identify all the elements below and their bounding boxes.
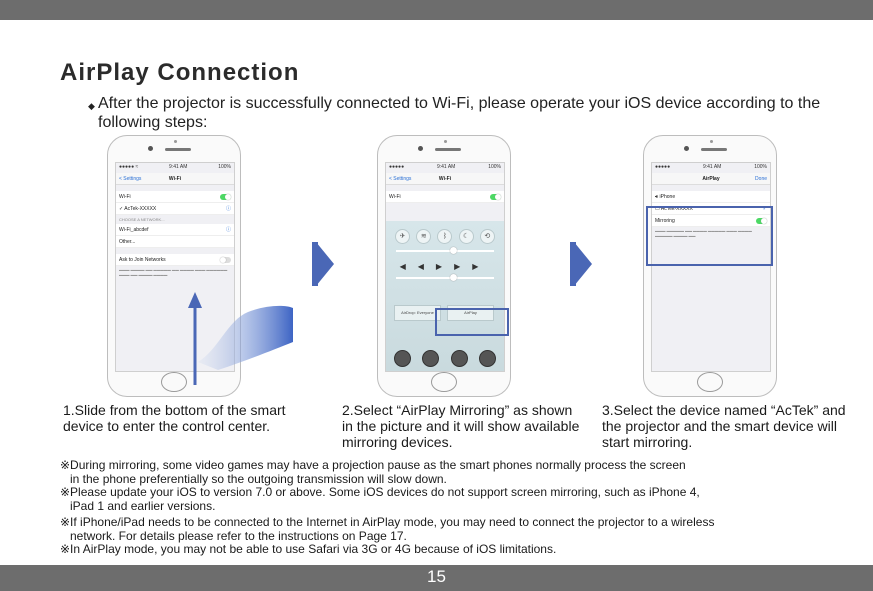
wifi-row[interactable]: Wi-Fi: [386, 191, 504, 203]
rewind-icon[interactable]: ◀◀: [399, 262, 436, 271]
airplay-highlight-box: [435, 308, 509, 336]
network-row-actek[interactable]: ✓ AcTek-XXXXX ⓘ: [116, 203, 234, 215]
phone-step-2: ●●●●● 9:41 AM 100% < Settings Wi-Fi Wi-F…: [377, 135, 511, 397]
note-line: in the phone preferentially so the outgo…: [70, 471, 447, 486]
home-button: [161, 372, 187, 392]
up-arrow-icon: [188, 292, 202, 308]
speaker-grille: [701, 148, 727, 151]
phone-screen: ●●●●● ≈ 9:41 AM 100% < Settings Wi-Fi Wi…: [115, 162, 235, 372]
camera-app-icon[interactable]: [479, 350, 497, 367]
cc-toggles: ✈ ≋ ᛒ ☾ ⟲: [386, 221, 504, 244]
control-center: ✈ ≋ ᛒ ☾ ⟲ ◀◀▶▶▶ AirDrop: Everyone AirPla…: [386, 221, 504, 371]
wifi-toggle[interactable]: [220, 193, 231, 200]
airplane-mode-icon[interactable]: ✈: [395, 229, 411, 244]
ask-toggle[interactable]: [220, 256, 231, 263]
wifi-toggle[interactable]: [490, 193, 501, 200]
speaker-icon: 🔊︎: [655, 193, 659, 200]
diamond-bullet-icon: ◆: [88, 101, 95, 111]
volume-slider[interactable]: [396, 274, 494, 281]
status-bar: ●●●●● ≈ 9:41 AM 100%: [119, 164, 231, 170]
phone-step-3: ●●●●● 9:41 AM 100% AirPlay Done 🔊︎ iPhon…: [643, 135, 777, 397]
page-title: AirPlay Connection: [60, 59, 300, 86]
note-line: iPad 1 and earlier versions.: [70, 498, 216, 513]
page-number: 15: [427, 567, 446, 586]
device-row-iphone[interactable]: 🔊︎ iPhone: [652, 191, 770, 203]
hand-shape: [198, 305, 293, 370]
swipe-gesture-illustration: [188, 292, 293, 385]
speaker-grille: [435, 148, 461, 151]
note-line: network. For details please refer to the…: [70, 528, 407, 543]
arrow-right-icon: [312, 242, 334, 286]
nav-title: Wi-Fi: [438, 175, 452, 182]
note-line: ※Please update your iOS to version 7.0 o…: [60, 485, 700, 499]
device-highlight-box: [646, 206, 773, 266]
ask-to-join-row[interactable]: Ask to Join Networks: [116, 254, 234, 266]
step-3-caption: 3.Select the device named “AcTek” and th…: [602, 402, 846, 450]
calculator-icon[interactable]: [450, 350, 468, 367]
phone-step-1: ●●●●● ≈ 9:41 AM 100% < Settings Wi-Fi Wi…: [107, 135, 241, 397]
other-row[interactable]: Other...: [116, 236, 234, 248]
checkmark-icon: ✓: [762, 205, 767, 212]
notes-section: ※During mirroring, some video games may …: [60, 458, 850, 557]
intro-text: ◆ After the projector is successfully co…: [88, 94, 828, 132]
back-button[interactable]: < Settings: [389, 175, 412, 182]
wifi-icon[interactable]: ≋: [416, 229, 432, 244]
rotation-lock-icon[interactable]: ⟲: [479, 229, 495, 244]
nav-bar: < Settings Wi-Fi: [116, 173, 234, 185]
cc-tools: [388, 350, 502, 367]
step-1-caption: 1.Slide from the bottom of the smart dev…: [63, 402, 286, 434]
mirroring-note: ▬▬▬ ▬▬▬▬▬ ▬▬ ▬▬▬▬ ▬▬▬▬▬ ▬▬▬ ▬▬▬▬ ▬▬▬▬▬ ▬…: [655, 229, 752, 238]
camera-icon: [148, 146, 153, 151]
brightness-slider[interactable]: [396, 247, 494, 254]
nav-title: AirPlay: [702, 175, 720, 182]
camera-icon: [418, 146, 423, 151]
nav-bar: AirPlay Done: [652, 173, 770, 185]
step-2-caption: 2.Select “AirPlay Mirroring” as shown in…: [342, 402, 580, 450]
done-button[interactable]: Done: [755, 175, 767, 182]
ask-note: ▬▬▬ ▬▬▬▬ ▬▬ ▬▬▬▬▬ ▬▬ ▬▬▬▬ ▬▬▬ ▬▬▬▬▬▬ ▬▬▬…: [119, 268, 228, 277]
mirroring-row[interactable]: Mirroring: [652, 215, 770, 227]
choose-network-header: CHOOSE A NETWORK...: [119, 217, 165, 222]
do-not-disturb-icon[interactable]: ☾: [458, 229, 474, 244]
note-line: ※In AirPlay mode, you may not be able to…: [60, 542, 557, 556]
bottom-bar: [0, 565, 873, 591]
speaker-grille: [165, 148, 191, 151]
network-row-other[interactable]: Wi-Fi_abcdef ⓘ: [116, 224, 234, 236]
note-line: ※If iPhone/iPad needs to be connected to…: [60, 515, 715, 529]
status-bar: ●●●●● 9:41 AM 100%: [389, 164, 501, 170]
fast-forward-icon[interactable]: ▶▶: [454, 262, 491, 271]
top-bar: [0, 0, 873, 20]
phone-screen: ●●●●● 9:41 AM 100% AirPlay Done 🔊︎ iPhon…: [651, 162, 771, 372]
info-icon[interactable]: ⓘ: [225, 206, 231, 212]
flashlight-icon[interactable]: [393, 350, 411, 367]
play-icon[interactable]: ▶: [435, 262, 455, 271]
note-line: ※During mirroring, some video games may …: [60, 458, 686, 472]
media-controls: ◀◀▶▶▶: [386, 262, 504, 271]
wifi-row[interactable]: Wi-Fi: [116, 191, 234, 203]
camera-icon: [684, 146, 689, 151]
tv-icon: ▭: [655, 205, 660, 212]
back-button[interactable]: < Settings: [119, 175, 142, 182]
mirroring-toggle[interactable]: [756, 217, 767, 224]
home-button: [697, 372, 723, 392]
intro-paragraph: After the projector is successfully conn…: [98, 95, 821, 131]
info-icon[interactable]: ⓘ: [225, 227, 231, 233]
status-bar: ●●●●● 9:41 AM 100%: [655, 164, 767, 170]
nav-bar: < Settings Wi-Fi: [386, 173, 504, 185]
arrow-right-icon: [570, 242, 592, 286]
home-button: [431, 372, 457, 392]
timer-icon[interactable]: [422, 350, 440, 367]
nav-title: Wi-Fi: [168, 175, 182, 182]
bluetooth-icon[interactable]: ᛒ: [437, 229, 453, 244]
airdrop-button[interactable]: AirDrop: Everyone: [394, 305, 441, 321]
phone-screen: ●●●●● 9:41 AM 100% < Settings Wi-Fi Wi-F…: [385, 162, 505, 372]
